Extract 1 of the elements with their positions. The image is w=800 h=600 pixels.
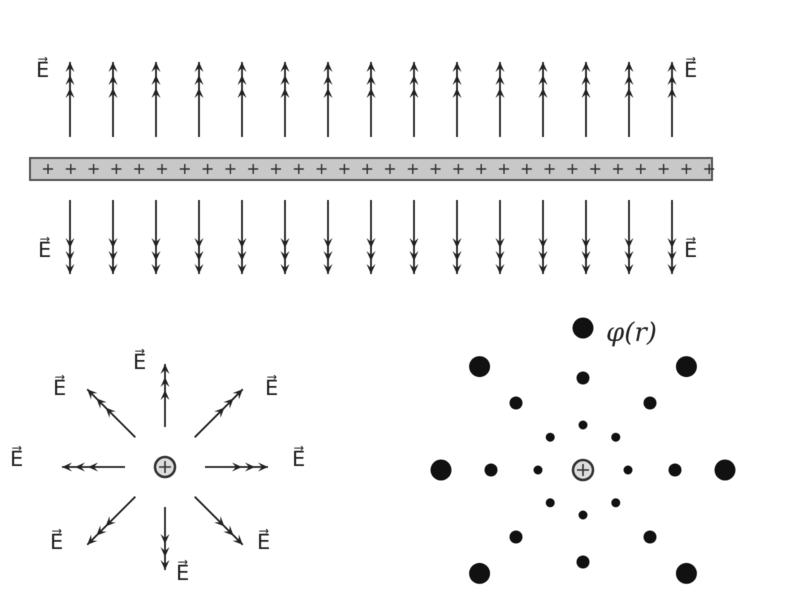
potential-label: φ(r) [606,320,657,346]
